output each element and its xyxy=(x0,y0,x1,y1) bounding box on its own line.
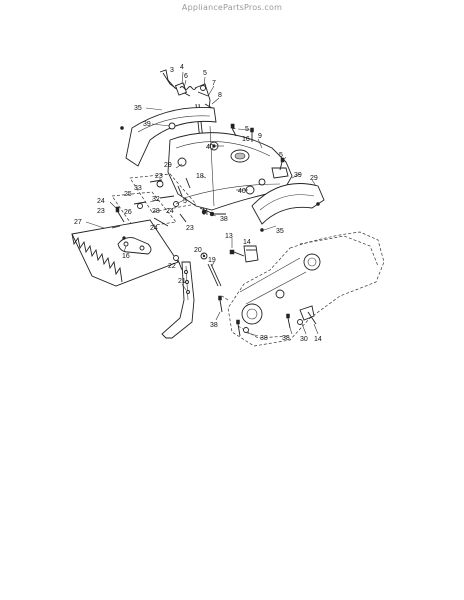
spring xyxy=(179,86,197,90)
callout-26: 26 xyxy=(124,209,132,216)
callout-5: 5 xyxy=(279,152,283,159)
callout-39: 39 xyxy=(294,172,302,179)
depth-bar-hardware xyxy=(200,245,259,287)
callout-29: 29 xyxy=(164,162,172,169)
callout-23: 23 xyxy=(186,225,194,232)
callout-16: 16 xyxy=(242,136,250,143)
callout-21: 21 xyxy=(178,278,186,285)
left-tine-shield xyxy=(120,107,217,167)
callout-3: 3 xyxy=(170,67,174,74)
callout-38: 38 xyxy=(220,216,228,223)
callout-5: 5 xyxy=(183,198,187,205)
callout-40: 40 xyxy=(238,188,246,195)
callout-19: 19 xyxy=(208,257,216,264)
callout-23: 23 xyxy=(155,173,163,180)
callouts: 3 4 6 5 7 8 35 39 1 5 9 16 40 29 18 5 39… xyxy=(74,64,322,343)
watermark: AppliancePartsPros.com xyxy=(181,3,283,12)
callout-9: 9 xyxy=(258,133,262,140)
callout-20: 20 xyxy=(194,247,202,254)
drag-flap xyxy=(71,219,179,287)
transmission-hardware xyxy=(218,295,317,337)
callout-5: 5 xyxy=(203,70,207,77)
callout-35: 35 xyxy=(134,105,142,112)
callout-24: 24 xyxy=(97,198,105,205)
callout-29: 29 xyxy=(310,175,318,182)
hood-hardware xyxy=(177,123,285,197)
callout-16: 16 xyxy=(122,253,130,260)
callout-38: 38 xyxy=(260,335,268,342)
callout-28: 28 xyxy=(152,208,160,215)
callout-22: 22 xyxy=(168,263,176,270)
callout-7: 7 xyxy=(212,80,216,87)
callout-33: 33 xyxy=(134,185,142,192)
depth-bar xyxy=(161,255,195,339)
callout-38: 38 xyxy=(282,335,290,342)
callout-24: 24 xyxy=(150,225,158,232)
callout-24: 24 xyxy=(166,208,174,215)
callout-5: 5 xyxy=(245,126,249,133)
callout-14: 14 xyxy=(314,336,322,343)
callout-35: 35 xyxy=(276,228,284,235)
callout-4: 4 xyxy=(180,64,184,71)
callout-25: 25 xyxy=(124,191,132,198)
depth-bar-bracket xyxy=(111,173,226,229)
callout-18: 18 xyxy=(196,173,204,180)
callout-30: 30 xyxy=(300,336,308,343)
callout-32: 32 xyxy=(152,196,160,203)
callout-27: 27 xyxy=(74,219,82,226)
callout-39: 39 xyxy=(143,121,151,128)
callout-38: 38 xyxy=(210,322,218,329)
callout-23: 23 xyxy=(97,208,105,215)
tine-hood xyxy=(167,125,293,211)
transmission-housing xyxy=(221,231,385,347)
callout-40: 40 xyxy=(206,144,214,151)
callout-13: 13 xyxy=(225,233,233,240)
callout-6: 6 xyxy=(184,73,188,80)
callout-8: 8 xyxy=(218,92,222,99)
callout-14: 14 xyxy=(243,239,251,246)
leader-lines xyxy=(85,71,319,337)
callout-1: 1 xyxy=(232,124,236,131)
right-tine-shield xyxy=(251,183,325,232)
